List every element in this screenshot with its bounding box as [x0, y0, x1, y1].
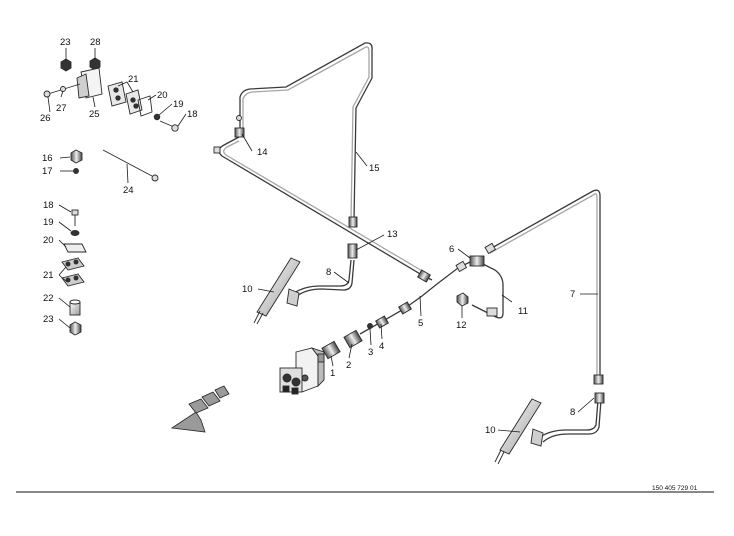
callout-12: 12 — [456, 320, 467, 331]
pipe-joint-13 — [347, 243, 358, 259]
nut-23-left — [69, 321, 82, 336]
callout-11: 11 — [518, 306, 528, 317]
union-13-5 — [417, 269, 431, 283]
callout-21-left: 21 — [43, 270, 54, 281]
fitting-4 — [375, 301, 412, 329]
callout-28: 28 — [90, 37, 101, 48]
washer-27 — [60, 86, 66, 92]
callout-21-top: 21 — [128, 74, 139, 85]
valve-block — [279, 347, 325, 395]
nut-16 — [70, 149, 83, 164]
leader-lines — [47, 48, 598, 433]
nut-12 — [456, 292, 469, 307]
callout-23-left: 23 — [43, 314, 54, 325]
pipe-7 — [489, 189, 601, 378]
callout-16: 16 — [42, 153, 53, 164]
washer-17 — [73, 168, 79, 174]
callout-1: 1 — [330, 368, 335, 379]
cylinder-10-right — [494, 398, 544, 465]
callout-labels: 23 28 21 20 19 18 27 26 25 16 17 24 18 1… — [40, 37, 575, 436]
callout-19-left: 19 — [43, 217, 54, 228]
pipe-11-loop — [471, 263, 504, 319]
hose-8-right — [539, 399, 602, 443]
tee-6 — [455, 242, 497, 273]
callout-27: 27 — [56, 103, 67, 114]
callout-8-left: 8 — [326, 267, 331, 278]
bracket-25 — [76, 67, 103, 99]
cylinder-10-left — [253, 257, 301, 325]
pipe-7-end — [593, 374, 604, 385]
bolt-18-left — [71, 209, 79, 226]
callout-22: 22 — [43, 293, 54, 304]
callout-8-right: 8 — [570, 407, 575, 418]
callout-10-right: 10 — [485, 425, 496, 436]
hose-8-left — [293, 259, 355, 298]
callout-23-top: 23 — [60, 37, 71, 48]
callout-17: 17 — [42, 166, 53, 177]
spacer-22 — [69, 299, 81, 316]
callout-10-left: 10 — [242, 284, 253, 295]
washer-3 — [367, 323, 373, 329]
callout-4: 4 — [379, 341, 384, 352]
fitting-2 — [343, 329, 363, 349]
callout-5: 5 — [418, 318, 423, 329]
clamp-21-top — [107, 81, 143, 115]
callout-20-left: 20 — [43, 235, 54, 246]
pipe-15-upper-loop — [239, 42, 373, 221]
callout-26: 26 — [40, 113, 51, 124]
clamp-21-left — [61, 257, 85, 287]
pipe-end-left — [213, 146, 221, 154]
callout-2: 2 — [346, 360, 351, 371]
drawing-code: 150 405 729 01 — [652, 485, 698, 492]
callout-18-left: 18 — [43, 200, 54, 211]
callout-6: 6 — [449, 244, 454, 255]
callout-3: 3 — [368, 347, 373, 358]
washer-19-left — [70, 230, 80, 236]
hose-8-right-fitting — [594, 392, 605, 404]
callout-20-top: 20 — [157, 90, 168, 101]
cable-tie-24 — [102, 149, 159, 182]
callout-18-top: 18 — [187, 109, 198, 120]
callout-13: 13 — [387, 229, 398, 240]
callout-24: 24 — [123, 185, 134, 196]
direction-arrow — [170, 385, 230, 433]
callout-25: 25 — [89, 109, 100, 120]
plate-20-top — [137, 95, 153, 117]
plate-20-left — [63, 243, 87, 253]
pipe-13-long — [218, 136, 433, 281]
callout-15: 15 — [369, 163, 380, 174]
fitting-11-end — [486, 307, 498, 317]
fitting-14 — [234, 115, 245, 138]
callout-19-top: 19 — [173, 99, 184, 110]
callout-7: 7 — [570, 289, 575, 300]
callout-14: 14 — [257, 147, 268, 158]
nut-23-top — [60, 58, 72, 72]
fitting-1 — [321, 340, 341, 360]
washer-19-top — [153, 113, 161, 121]
bolt-18-top — [159, 120, 179, 132]
pipe-joint-15 — [348, 216, 358, 228]
